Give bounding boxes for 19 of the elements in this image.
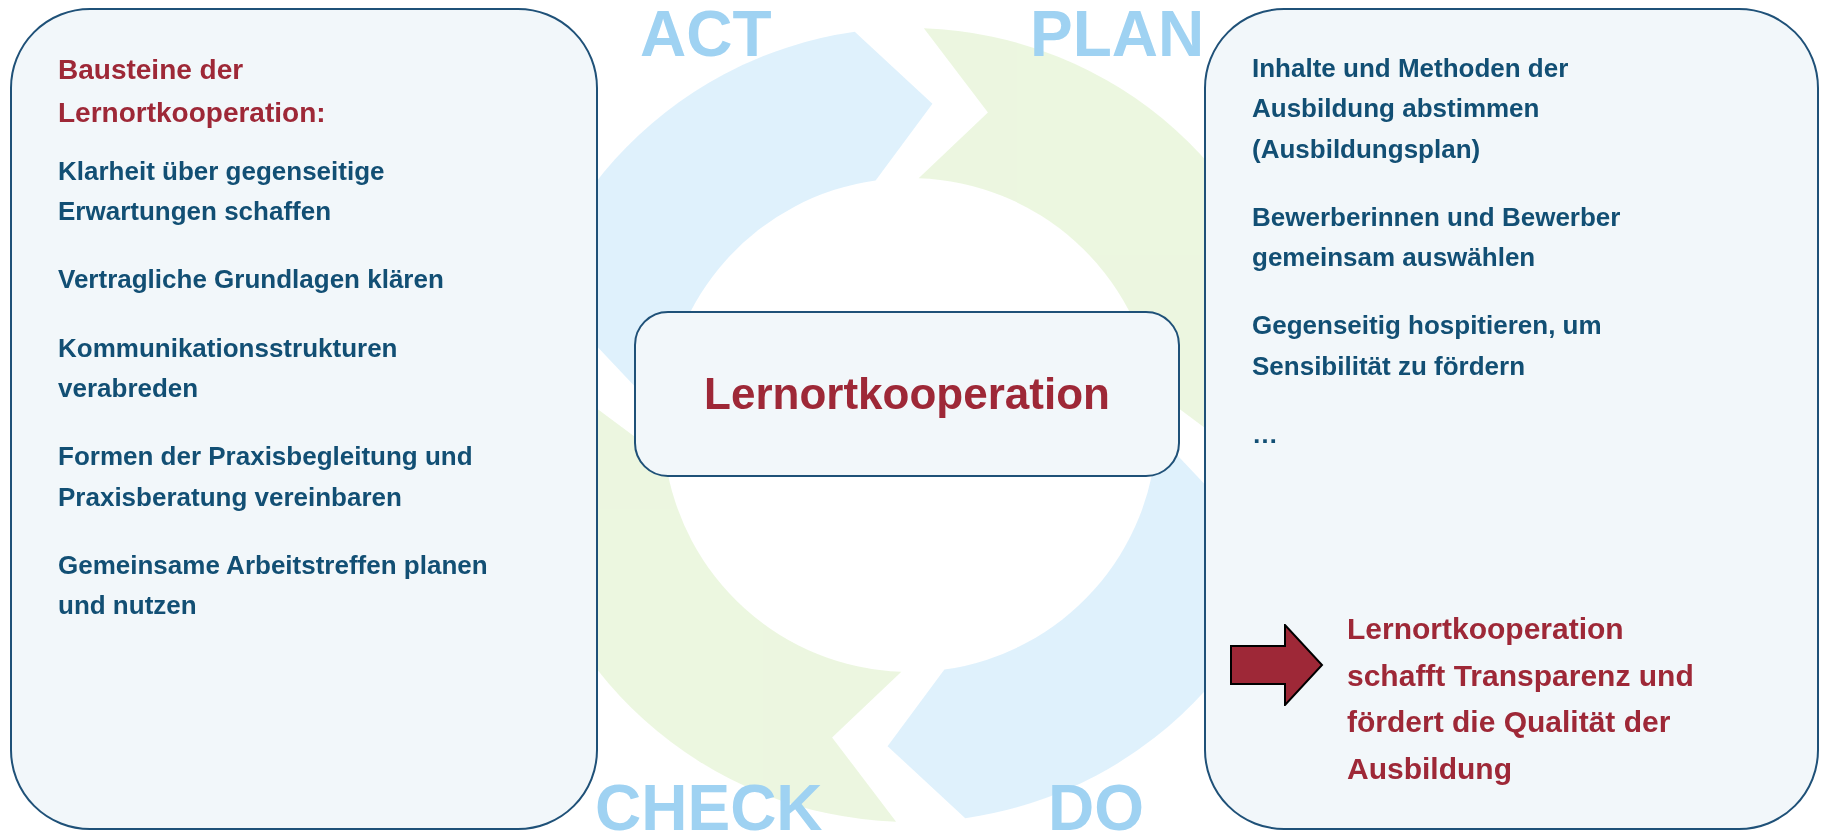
cycle-stage-label: PLAN <box>1030 2 1205 66</box>
list-item: … <box>1252 418 1279 452</box>
title-text: Lernortkooperation <box>704 367 1110 420</box>
highlight-text: Lernortkooperation schafft Transparenz und fördert die Qualität der Ausbildung <box>1347 611 1695 787</box>
list-item: Inhalte und Methoden der Ausbildung abstimmen (Ausbildungsplan) <box>1252 52 1570 166</box>
cycle-stage-label: DO <box>1048 776 1144 839</box>
list-item: Gegenseitig hospitieren, um Sensibilität zu fördern <box>1252 309 1603 383</box>
info-panel <box>1204 8 1819 830</box>
cycle-stage-label: ACT <box>640 2 772 66</box>
list-item: Kommunikationsstrukturen verabreden <box>58 331 399 405</box>
list-item: Vertragliche Grundlagen klären <box>58 263 445 297</box>
list-item: Gemeinsame Arbeitstreffen planen und nutzen <box>58 548 489 623</box>
list-item: Bewerberinnen und Bewerber gemeinsam auswählen <box>1252 200 1622 275</box>
info-panel <box>10 8 598 830</box>
center-box <box>634 311 1180 477</box>
highlight-text: Bausteine der Lernortkooperation: <box>58 53 327 131</box>
list-item: Formen der Praxisbegleitung und Praxisberatung vereinbaren <box>58 440 474 514</box>
cycle-stage-label: CHECK <box>595 776 823 839</box>
list-item: Klarheit über gegenseitige Erwartungen schaffen <box>58 154 386 229</box>
